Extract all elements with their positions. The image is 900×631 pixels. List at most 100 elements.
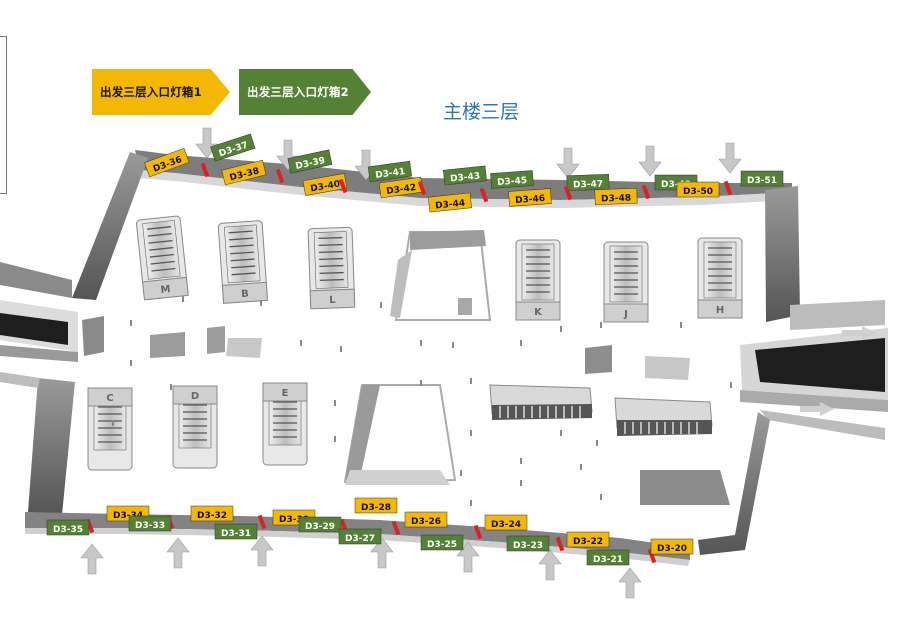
entrance-arrow-icon — [556, 147, 580, 179]
floor-marker — [420, 380, 422, 386]
divider-marker — [479, 187, 489, 203]
lightbox-d3-23: D3-23 — [506, 535, 550, 552]
floor-marker — [112, 420, 114, 426]
lightbox-d3-45: D3-45 — [490, 170, 534, 189]
counter-letter: C — [106, 393, 113, 404]
floor-marker — [470, 500, 472, 506]
divider-marker — [641, 184, 651, 200]
counter-b: B — [217, 220, 269, 304]
lightbox-label-text: D3-42 — [386, 183, 417, 197]
lightbox-label-text: D3-47 — [573, 179, 603, 190]
lightbox-d3-24: D3-24 — [484, 514, 528, 531]
lightbox-d3-43: D3-43 — [443, 165, 487, 186]
lightbox-label-text: D3-30 — [279, 515, 309, 525]
floor-marker — [260, 300, 262, 306]
floor-marker — [380, 302, 382, 308]
counter-letter: B — [241, 289, 249, 301]
lightbox-label-text: D3-51 — [747, 176, 777, 186]
floor-marker — [680, 322, 682, 328]
floor-marker — [182, 296, 184, 302]
lightbox-label-text: D3-45 — [497, 176, 528, 188]
lightbox-label-text: D3-33 — [135, 521, 165, 531]
counter-letter: H — [716, 305, 724, 316]
lightbox-label-text: D3-20 — [657, 544, 687, 554]
lightbox-label-text: D3-31 — [221, 529, 251, 539]
floor-marker — [560, 326, 562, 332]
long-counters — [489, 384, 713, 436]
divider-marker — [555, 536, 565, 552]
lightbox-label-text: D3-21 — [593, 555, 623, 565]
divider-marker — [473, 524, 483, 540]
long-counter-2 — [614, 397, 713, 436]
lightbox-label-text: D3-44 — [435, 198, 466, 211]
counter-d: D — [172, 385, 218, 469]
floor-marker — [470, 430, 472, 436]
floor-marker — [170, 384, 172, 390]
floor-marker — [452, 342, 454, 348]
lightbox-d3-51: D3-51 — [740, 170, 784, 187]
lightbox-d3-50: D3-50 — [676, 181, 720, 198]
counter-letter: J — [623, 309, 628, 320]
entrance-arrow-icon — [538, 549, 562, 581]
floor-marker — [130, 320, 132, 326]
floor-marker — [600, 494, 602, 500]
divider-marker — [417, 180, 427, 196]
floor-marker — [520, 458, 522, 464]
lightbox-label-text: D3-49 — [661, 180, 691, 190]
lightbox-label-text: D3-46 — [515, 194, 546, 206]
legend-lightbox-1: 出发三层入口灯箱1 — [92, 69, 230, 115]
divider-marker — [338, 178, 348, 194]
lightbox-label-text: D3-43 — [450, 171, 481, 184]
lightbox-d3-28: D3-28 — [354, 497, 398, 514]
top-lightbox-labels: D3-36D3-37D3-38D3-39D3-40D3-41D3-42D3-43… — [85, 133, 784, 564]
lightbox-label-text: D3-35 — [53, 525, 83, 535]
counter-h: H — [697, 237, 743, 319]
counter-letter: D — [191, 391, 199, 402]
lightbox-d3-29: D3-29 — [298, 516, 342, 533]
lightbox-d3-27: D3-27 — [338, 528, 382, 545]
lightbox-d3-47: D3-47 — [566, 174, 610, 191]
floor-marker — [596, 440, 598, 446]
counter-letter: K — [534, 307, 543, 318]
legend-lightbox-1-label: 出发三层入口灯箱1 — [100, 85, 202, 99]
lightbox-d3-35: D3-35 — [46, 519, 90, 536]
floor-marker — [340, 346, 342, 352]
exit-arrow-icon — [800, 402, 834, 416]
lightbox-d3-21: D3-21 — [586, 549, 630, 566]
exit-arrow-icon — [842, 326, 876, 340]
lightbox-d3-26: D3-26 — [404, 511, 448, 528]
legend-lightbox-2: 出发三层入口灯箱2 — [239, 69, 371, 115]
divider-marker — [723, 180, 733, 196]
lightbox-label-text: D3-23 — [513, 541, 543, 551]
divider-marker — [200, 162, 210, 178]
lightbox-label-text: D3-25 — [427, 540, 457, 550]
lightbox-d3-48: D3-48 — [594, 188, 638, 205]
divider-marker — [391, 520, 401, 536]
lightbox-d3-37: D3-37 — [210, 133, 256, 162]
floor-marker — [460, 470, 462, 476]
legend-lightbox-2-label: 出发三层入口灯箱2 — [247, 85, 349, 99]
counter-m: M — [136, 215, 189, 301]
lightbox-label-text: D3-22 — [573, 537, 603, 547]
entrance-arrow-icon — [638, 145, 662, 177]
entrance-arrow-icon — [250, 535, 274, 567]
floor-marker — [420, 340, 422, 346]
counter-j: J — [603, 241, 649, 323]
lightbox-label-text: D3-50 — [683, 187, 713, 197]
lightbox-d3-44: D3-44 — [428, 192, 472, 213]
divider-marker — [257, 514, 267, 530]
lightbox-label-text: D3-48 — [601, 193, 631, 204]
lightbox-label-text: D3-29 — [305, 522, 335, 532]
lightbox-d3-22: D3-22 — [566, 531, 610, 548]
floor-marker — [730, 382, 732, 388]
lightbox-label-text: D3-24 — [491, 520, 521, 530]
entrance-arrow-icon — [718, 142, 742, 174]
floor-title: 主楼三层 — [443, 101, 520, 123]
lightbox-d3-32: D3-32 — [190, 505, 234, 522]
floor-marker — [334, 436, 336, 442]
floor-marker — [580, 464, 582, 470]
lightbox-d3-20: D3-20 — [650, 538, 694, 555]
lightbox-d3-33: D3-33 — [128, 515, 172, 532]
